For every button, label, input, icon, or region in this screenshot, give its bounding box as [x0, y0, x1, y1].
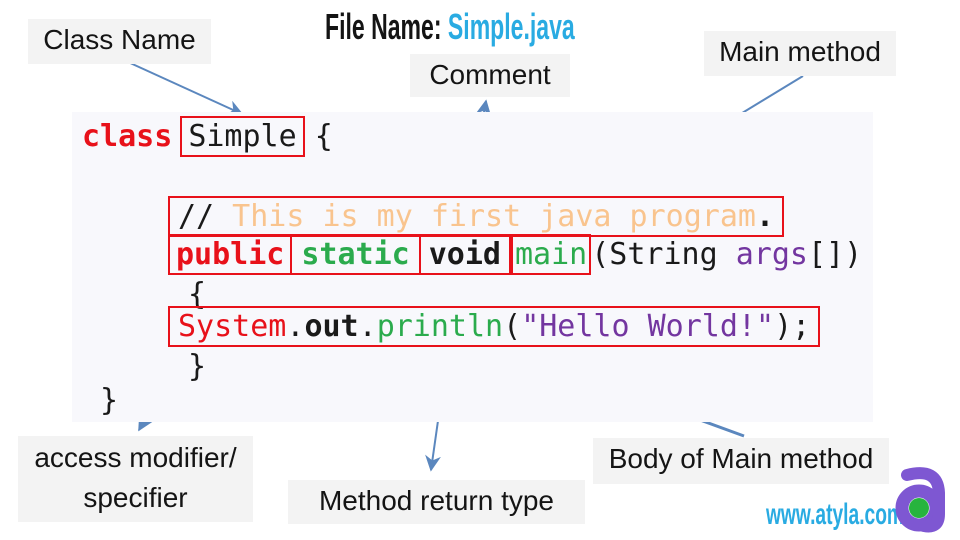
callout-body-of-main: Body of Main method	[593, 438, 889, 484]
callout-access-modifier-line2: specifier	[83, 482, 188, 513]
keyword-class: class	[82, 119, 173, 154]
callout-method-return-type-text: Method return type	[318, 485, 555, 516]
arrow-class-name	[127, 61, 244, 116]
callout-main-method: Main method	[704, 31, 896, 76]
print-string: "Hello World!"	[521, 309, 775, 344]
method-close-brace: }	[188, 349, 207, 384]
code-line-comment: // This is my first java program.	[168, 196, 785, 237]
print-system: System	[178, 309, 287, 344]
keyword-public-box: public	[168, 234, 293, 275]
file-name-label: File Name:	[325, 6, 442, 47]
callout-access-modifier: access modifier/ specifier	[18, 436, 253, 522]
println-box: System.out.println("Hello World!");	[168, 306, 821, 347]
print-dot2: .	[358, 309, 377, 344]
callout-class-name: Class Name	[28, 19, 211, 64]
main-name-box: main	[511, 234, 592, 275]
keyword-void-box: void	[418, 234, 511, 275]
callout-access-modifier-line1: access modifier/	[34, 442, 237, 473]
keyword-static-box: static	[292, 234, 419, 275]
class-close-brace: }	[100, 383, 119, 418]
params-close: [])	[808, 237, 863, 272]
callout-method-return-type: Method return type	[288, 480, 585, 524]
method-open-brace: {	[188, 277, 207, 312]
comment-text: This is my first java program	[214, 199, 756, 234]
print-close: );	[774, 309, 811, 344]
callout-comment: Comment	[410, 54, 570, 97]
logo-dot	[909, 498, 929, 518]
class-name-box: Simple	[180, 116, 305, 157]
code-line-open-brace: {	[188, 276, 206, 314]
comment-box: // This is my first java program.	[168, 196, 785, 237]
logo-stem	[901, 467, 945, 533]
callout-comment-text: Comment	[429, 59, 551, 90]
code-line-println: System.out.println("Hello World!");	[168, 306, 821, 347]
params-open: (String	[591, 237, 736, 272]
atyla-logo	[895, 467, 945, 533]
class-open-brace: {	[314, 119, 333, 154]
print-out: out	[304, 309, 359, 344]
comment-period: .	[755, 199, 775, 234]
print-println: println	[376, 309, 504, 344]
comment-slashes: //	[178, 199, 215, 234]
params-args: args	[735, 237, 808, 272]
print-open-paren: (	[503, 309, 522, 344]
callout-main-method-text: Main method	[719, 36, 881, 67]
callout-body-of-main-text: Body of Main method	[608, 443, 874, 474]
file-name-value: Simple.java	[441, 6, 575, 47]
callout-class-name-text: Class Name	[43, 24, 196, 55]
website-text: www.atyla.com	[766, 498, 904, 531]
print-dot1: .	[286, 309, 305, 344]
file-name-title: File Name: Simple.java	[325, 6, 575, 48]
code-line-close-brace-outer: }	[100, 382, 118, 420]
code-line-close-brace-inner: }	[188, 348, 206, 386]
